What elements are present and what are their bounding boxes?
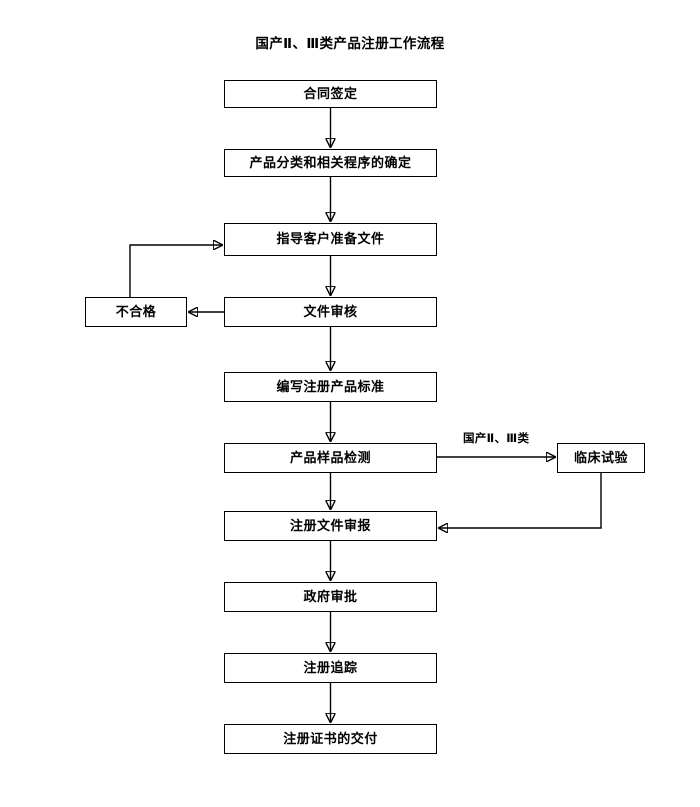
node-contract[interactable]: 合同签定 xyxy=(224,80,437,108)
node-standard-label: 编写注册产品标准 xyxy=(276,379,385,395)
node-reject[interactable]: 不合格 xyxy=(85,297,187,327)
node-approval-label: 政府审批 xyxy=(303,589,358,605)
node-delivery[interactable]: 注册证书的交付 xyxy=(224,724,437,754)
node-delivery-label: 注册证书的交付 xyxy=(283,731,378,747)
node-clinical-trial[interactable]: 临床试验 xyxy=(557,443,645,473)
node-tracking-label: 注册追踪 xyxy=(303,660,358,676)
node-guide[interactable]: 指导客户准备文件 xyxy=(224,223,437,256)
connector-reject-to-guide xyxy=(129,245,222,297)
node-classify[interactable]: 产品分类和相关程序的确定 xyxy=(224,149,437,177)
node-standard[interactable]: 编写注册产品标准 xyxy=(224,372,437,402)
node-sample-test[interactable]: 产品样品检测 xyxy=(224,443,437,473)
edge-label-clinical-branch: 国产Ⅱ、Ⅲ类 xyxy=(463,431,530,445)
node-contract-label: 合同签定 xyxy=(303,86,358,102)
connector-clinical-to-submit xyxy=(439,473,602,528)
node-review-label: 文件审核 xyxy=(303,304,358,320)
node-submit[interactable]: 注册文件审报 xyxy=(224,511,437,541)
node-clinical-trial-label: 临床试验 xyxy=(573,450,628,466)
node-review[interactable]: 文件审核 xyxy=(224,297,437,327)
node-guide-label: 指导客户准备文件 xyxy=(276,232,385,247)
node-approval[interactable]: 政府审批 xyxy=(224,582,437,612)
node-submit-label: 注册文件审报 xyxy=(289,518,371,534)
node-reject-label: 不合格 xyxy=(115,304,157,320)
node-tracking[interactable]: 注册追踪 xyxy=(224,653,437,683)
node-classify-label: 产品分类和相关程序的确定 xyxy=(249,155,412,171)
node-sample-test-label: 产品样品检测 xyxy=(289,450,371,466)
page-title: 国产Ⅱ、Ⅲ类产品注册工作流程 xyxy=(255,36,445,52)
